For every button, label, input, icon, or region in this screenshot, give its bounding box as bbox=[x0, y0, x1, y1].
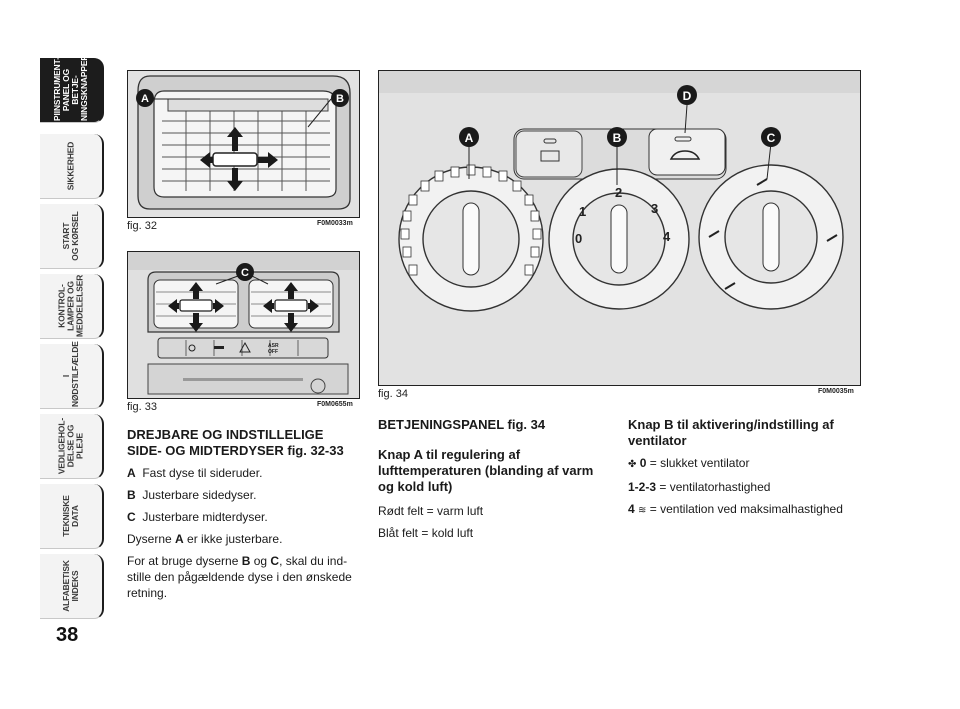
distribution-knob bbox=[698, 164, 844, 310]
red-field-line: Rødt felt = varm luft bbox=[378, 504, 484, 518]
center-vents-illustration: ASR OFF C bbox=[128, 252, 359, 398]
note-a: Dyserne A er ikke justerbare. bbox=[127, 532, 283, 546]
left-section: DREJBARE OG INDSTILLELIGE SIDE- OG MIDTE… bbox=[127, 427, 359, 601]
tab-instrument-panel[interactable]: PIINSTRUMENT- PANEL OG BETJE- NINGSKNAPP… bbox=[40, 55, 104, 123]
panel-heading: BETJENINGSPANEL fig. 34 bbox=[378, 417, 546, 432]
max-fan-icon: ≋ bbox=[638, 505, 647, 516]
temperature-knob bbox=[398, 164, 544, 312]
tab-sikkerhed[interactable]: SIKKERHED bbox=[40, 134, 104, 199]
marker-a: A bbox=[465, 131, 474, 145]
fig-34-code: F0M0035m bbox=[818, 388, 854, 395]
right-section: Knap B til aktivering/indstilling af ven… bbox=[628, 417, 878, 519]
svg-text:ASR: ASR bbox=[268, 343, 279, 349]
figure-34: 0 1 2 3 4 A B C D bbox=[378, 70, 861, 386]
marker-b: B bbox=[336, 93, 344, 105]
svg-text:OFF: OFF bbox=[268, 349, 278, 355]
fig-32-code: F0M0033m bbox=[317, 220, 353, 227]
figure-32: A B bbox=[127, 70, 360, 218]
usage-paragraph: For at bruge dyserne B og C, skal du ind… bbox=[127, 554, 352, 600]
marker-d: D bbox=[683, 89, 692, 103]
fan-knob: 0 1 2 3 4 bbox=[548, 168, 690, 310]
figure-33: ASR OFF C bbox=[127, 251, 360, 399]
item-b: B Justerbare sidedyser. bbox=[127, 488, 257, 502]
item-c: C Justerbare midterdyser. bbox=[127, 510, 268, 524]
fig-34-caption: fig. 34 bbox=[378, 388, 408, 400]
tab-nodstilfaelde[interactable]: I NØDSTILFÆLDE bbox=[40, 341, 104, 409]
page-number: 38 bbox=[56, 624, 79, 646]
marker-c: C bbox=[767, 131, 776, 145]
marker-a: A bbox=[141, 93, 149, 105]
knob-a-heading: Knap A til regulering af lufttemperature… bbox=[378, 447, 594, 494]
tab-start-og-korsel[interactable]: START OG KØRSEL bbox=[40, 204, 104, 269]
marker-b: B bbox=[613, 131, 622, 145]
fan-item-4: 4 ≋ = ventilation ved maksimalhastighed bbox=[628, 501, 878, 519]
tab-tekniske-data[interactable]: TEKNISKE DATA bbox=[40, 484, 104, 549]
tab-alfabetisk-indeks[interactable]: ALFABETISK INDEKS bbox=[40, 554, 104, 619]
fan-label-4: 4 bbox=[663, 229, 671, 244]
fig-33-code: F0M0655m bbox=[317, 401, 353, 408]
fan-item-0: ✤ 0 = slukket ventilator bbox=[628, 455, 878, 473]
control-panel-illustration: 0 1 2 3 4 A B C D bbox=[379, 71, 860, 385]
fan-label-1: 1 bbox=[579, 204, 586, 219]
fig-33-caption: fig. 33 bbox=[127, 401, 157, 413]
side-vent-illustration: A B bbox=[128, 71, 359, 217]
fan-label-3: 3 bbox=[651, 201, 658, 216]
tab-kontrollamper[interactable]: KONTROL- LAMPER OG MEDDELELSER bbox=[40, 274, 104, 339]
fan-label-2: 2 bbox=[615, 185, 622, 200]
vents-heading: DREJBARE OG INDSTILLELIGE SIDE- OG MIDTE… bbox=[127, 427, 344, 458]
knob-b-heading: Knap B til aktivering/indstilling af ven… bbox=[628, 417, 834, 448]
middle-section: BETJENINGSPANEL fig. 34 Knap A til regul… bbox=[378, 417, 603, 541]
marker-c: C bbox=[241, 267, 249, 279]
fan-item-speed: 1-2-3 = ventilatorhastighed bbox=[628, 480, 771, 494]
tab-vedligeholdelse[interactable]: VEDLIGEHOL- DELSE OG PLEJE bbox=[40, 414, 104, 479]
fig-32-caption: fig. 32 bbox=[127, 220, 157, 232]
blue-field-line: Blåt felt = kold luft bbox=[378, 526, 474, 540]
fan-label-0: 0 bbox=[575, 231, 582, 246]
item-a: A Fast dyse til sideruder. bbox=[127, 466, 263, 480]
fan-icon: ✤ bbox=[628, 459, 637, 470]
